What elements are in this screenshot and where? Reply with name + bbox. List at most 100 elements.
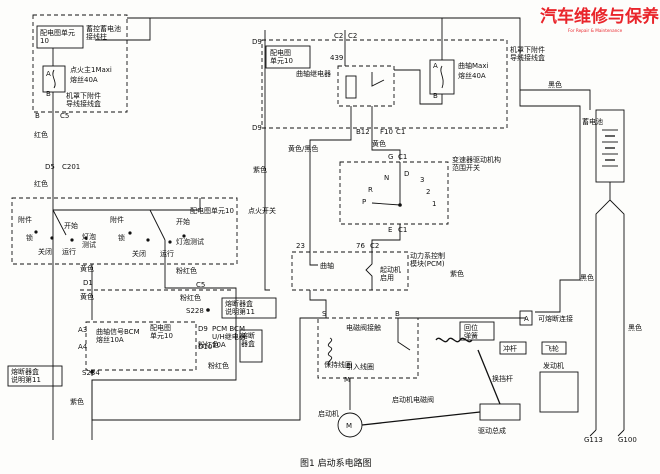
lower-fuse-box-2: 熔断器盒说明第11 (11, 367, 41, 384)
range-pos-r: R (368, 186, 373, 194)
right-box-name: 机罩下附件导线接线盒 (510, 45, 545, 62)
battery-to-fusible-link (519, 90, 581, 313)
battery-feed-top (127, 17, 521, 90)
left-fuse-element (52, 69, 56, 89)
left-box-power-cell (36, 25, 84, 49)
pcm-pin-23: 23 (296, 242, 305, 250)
wire-pink-red-4-label: 粉红色 (208, 361, 229, 370)
battery-neg-right (609, 199, 625, 430)
range-pin-e: E (388, 226, 392, 234)
wire-yellow-black-2-label: 黄色 (372, 139, 386, 148)
right-relay-name: 曲轴继电器 (296, 69, 331, 78)
junction-to-battery (95, 18, 151, 41)
battery-name: 蓄电池 (582, 117, 603, 126)
wire-pink-red-2-label: 粉红色 (180, 293, 201, 302)
left-fuse-rating: 熔丝40A (70, 75, 98, 84)
pcm-outline (291, 251, 409, 291)
ign-off-1: 关闭 (38, 247, 52, 256)
wire-yellow-to-range (371, 128, 401, 160)
plunger-spring-symbol (435, 337, 473, 343)
left-pin-c5: C5 (60, 112, 69, 120)
lower-c5: C5 (196, 281, 205, 289)
splice-s234 (90, 370, 94, 374)
watermark-subtitle: For Repair & Maintenance (568, 28, 623, 33)
starter-fusible-link: 可熔断连接 (538, 314, 573, 323)
left-fuse-frame (42, 65, 66, 93)
crank-fuse-rating: 熔丝40A (458, 71, 486, 80)
left-box-outline (32, 14, 128, 113)
starter-pull-coil: 引入线圈 (346, 362, 374, 371)
left-box-name: 机罩下附件导线接线盒 (66, 91, 101, 108)
right-box-outline (261, 39, 508, 129)
wire-purple-1-label: 紫色 (253, 165, 267, 174)
solenoid-outline (317, 317, 419, 379)
lower-d1: D1 (83, 279, 93, 287)
bcm-fuse-outline (85, 321, 197, 371)
ign-terminal-7 (168, 240, 172, 244)
battery-ground-label-1: 黑色 (580, 273, 594, 282)
range-pos-p: P (362, 198, 366, 206)
ign-start-1: 开始 (64, 221, 78, 230)
starter-ground-2: G100 (618, 436, 637, 444)
wire-yellow-1-label: 黄色 (80, 264, 94, 273)
wire-purple-2-label: 紫色 (450, 269, 464, 278)
wire-red-1-label: 红色 (34, 130, 48, 139)
range-pos-n: N (384, 174, 389, 182)
range-pos-d: D (404, 170, 409, 178)
range-switch-pivot (398, 203, 402, 207)
splice-s228 (206, 308, 210, 312)
starter-drive-assembly: 驱动总成 (478, 426, 506, 435)
ign-run-1: 运行 (62, 247, 76, 256)
battery: 黑色 蓄电池 黑色 黑色 (520, 80, 642, 430)
battery-positive-lead (520, 89, 591, 110)
wire-purple-left (264, 40, 270, 291)
crank-fuse-pin-b: B (433, 92, 438, 100)
pcm-name: 动力系控制模块(PCM) (410, 251, 445, 268)
right-power-cell-label: 配电图单元10 (270, 48, 293, 65)
ign-contact-arm-2 (149, 209, 166, 241)
starter-pin-b: B (395, 310, 400, 318)
ignition-power-ref: 配电图单元10 (190, 206, 234, 215)
crank-fuse-to-relay (394, 69, 443, 105)
starter-return-spring: 回位弹簧 (464, 323, 478, 340)
right-pin-c1: C1 (396, 128, 405, 136)
ign-start-2: 开始 (176, 217, 190, 226)
battery-neg-left (595, 182, 611, 430)
starter-assembly: S B 电磁阀接触 保持线圈 引入线圈 A 可熔断连接 回位弹簧 冲杆 飞轮 发… (317, 310, 637, 444)
ign-run-2: 运行 (160, 249, 174, 258)
lower-d9: D9 (198, 325, 208, 333)
pcm-driver (365, 250, 373, 290)
crank-fuse-name: 曲轴Maxi (458, 61, 488, 70)
lower-a4: A4 (78, 343, 88, 351)
return-spring-box (459, 321, 495, 341)
starter-shaft (361, 411, 481, 426)
left-fuse-pin-a: A (46, 70, 51, 78)
lower-s228: S228 (186, 307, 204, 315)
starter-ground-1: G113 (584, 436, 603, 444)
wire-purple-to-solenoid (91, 317, 326, 421)
ign-bulb-test-2: 灯泡测试 (176, 237, 204, 246)
starter-flywheel: 飞轮 (545, 344, 559, 353)
wire-pink-red-1-label: 粉红色 (176, 266, 197, 275)
crank-relay-contact (371, 72, 385, 87)
ign-terminal-8 (182, 234, 186, 238)
wire-yellow-2-label: 黄色 (80, 292, 94, 301)
wire-d5-label: D5 (45, 163, 55, 171)
ignition-switch: 配电图单元10 点火开关 附件 锁 开始 灯泡测试 关闭 运行 附件 锁 开始 … (11, 197, 276, 265)
pcm-pin-c2: C2 (370, 242, 379, 250)
lower-fuse-label: 熔断器盒 (241, 331, 255, 348)
lower-d10: D10 (198, 343, 212, 351)
right-power-cell (265, 45, 311, 69)
drive-assembly-box (479, 403, 521, 421)
right-pin-d9-b: D9 (252, 124, 262, 132)
crank-relay-coil (345, 75, 357, 99)
range-pin-g: G (388, 153, 393, 161)
flywheel-box (541, 341, 567, 355)
fusible-link-box (519, 310, 533, 326)
fuse-box-ref-1 (221, 297, 277, 319)
lower-bcm-power-ref: 配电图单元10 (150, 323, 173, 340)
right-pin-d9-a: D9 (252, 38, 262, 46)
